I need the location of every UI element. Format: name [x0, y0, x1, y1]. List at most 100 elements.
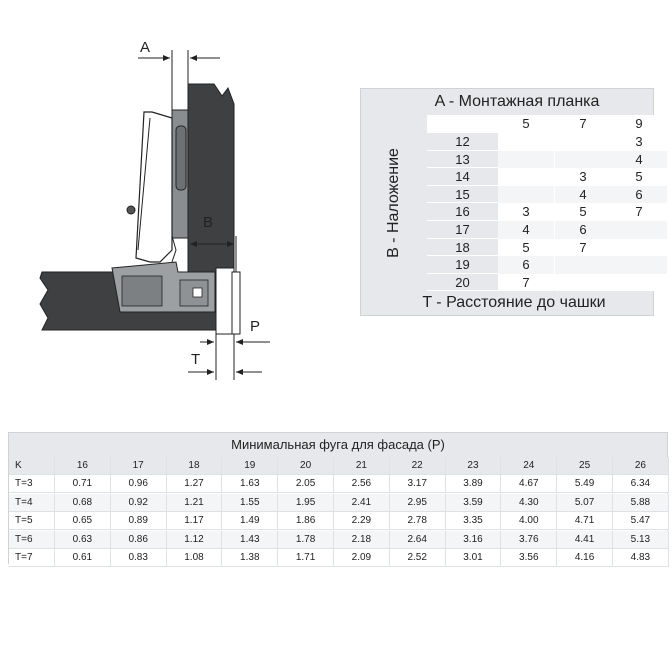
- overlay-cell: 7: [498, 273, 554, 292]
- hinge-technical-drawing: A B P T: [39, 39, 270, 380]
- min-gap-cell: 5.88: [613, 493, 669, 512]
- overlay-cell: [611, 221, 667, 239]
- min-gap-cell: 0.96: [110, 475, 167, 494]
- min-gap-cell: 4.67: [501, 475, 558, 494]
- min-gap-cell: 1.55: [222, 493, 279, 512]
- min-gap-cell: 4.00: [501, 512, 558, 531]
- overlay-cell: [498, 168, 554, 186]
- overlay-row-header: 13: [427, 150, 498, 169]
- min-gap-cell: 5.49: [557, 475, 613, 494]
- overlay-cell: 3: [498, 203, 554, 221]
- overlay-row-header: 16: [427, 203, 498, 221]
- min-gap-cell: 3.35: [445, 512, 502, 531]
- overlay-cell: 5: [555, 203, 611, 221]
- min-gap-cell: 1.43: [222, 530, 279, 549]
- overlay-table: A - Монтажная планка B - Наложение T - Р…: [360, 88, 667, 316]
- min-gap-col-header: 23: [445, 457, 502, 475]
- min-gap-col-header: 24: [501, 457, 558, 475]
- dimension-a: A: [138, 39, 220, 112]
- min-gap-cell: 4.30: [501, 493, 558, 512]
- min-gap-cell: 2.56: [334, 475, 390, 494]
- min-gap-cell: 4.83: [613, 549, 669, 567]
- min-gap-cell: 2.29: [334, 512, 390, 531]
- overlay-row-header: 18: [427, 238, 498, 257]
- dimension-p: P: [200, 318, 270, 380]
- min-gap-col-header: 18: [166, 457, 223, 475]
- min-gap-cell: 3.59: [445, 493, 502, 512]
- min-gap-cell: 2.78: [389, 512, 446, 531]
- min-gap-cell: 3.76: [501, 530, 558, 549]
- overlay-cell: [611, 238, 667, 257]
- overlay-side-label: B - Наложение: [385, 148, 402, 258]
- overlay-row-header: 14: [427, 168, 498, 186]
- overlay-col-header: 7: [555, 115, 611, 133]
- min-gap-cell: 3.17: [389, 475, 446, 494]
- min-gap-cell: 1.17: [166, 512, 223, 531]
- overlay-cell: [611, 273, 667, 292]
- overlay-cell: [555, 133, 611, 151]
- dimension-t-label: T: [191, 351, 200, 368]
- min-gap-cell: 2.64: [389, 530, 446, 549]
- overlay-row-header: 12: [427, 133, 498, 151]
- min-gap-cell: 1.49: [222, 512, 279, 531]
- overlay-cell: 5: [611, 168, 667, 186]
- min-gap-cell: 2.18: [334, 530, 390, 549]
- min-gap-cell: 0.68: [55, 493, 111, 512]
- min-gap-cell: 0.89: [110, 512, 167, 531]
- min-gap-col-header: 16: [55, 457, 111, 475]
- min-gap-cell: 1.21: [166, 493, 223, 512]
- overlay-cell: 4: [555, 185, 611, 204]
- min-gap-cell: 4.16: [557, 549, 613, 567]
- min-gap-col-header: 25: [557, 457, 613, 475]
- min-gap-cell: 3.16: [445, 530, 502, 549]
- min-gap-cell: 0.63: [55, 530, 111, 549]
- dimension-b: B: [190, 214, 237, 272]
- min-gap-col-header: 17: [110, 457, 167, 475]
- overlay-cell: 4: [498, 221, 554, 239]
- min-gap-cell: 2.52: [389, 549, 446, 567]
- min-gap-cell: 0.83: [110, 549, 167, 567]
- dimension-t: T: [188, 351, 262, 375]
- min-gap-cell: 1.71: [278, 549, 334, 567]
- overlay-cell: 4: [611, 150, 667, 169]
- overlay-col-header: 5: [498, 115, 554, 133]
- min-gap-cell: 5.13: [613, 530, 669, 549]
- dimension-p-label: P: [250, 318, 260, 335]
- min-gap-cell: 2.95: [389, 493, 446, 512]
- overlay-cell: 3: [611, 133, 667, 151]
- overlay-side-header: B - Наложение: [361, 115, 427, 291]
- overlay-row-header: 15: [427, 185, 498, 204]
- min-gap-cell: 1.78: [278, 530, 334, 549]
- min-gap-row-header: T=7: [9, 549, 55, 567]
- overlay-cell: 6: [555, 221, 611, 239]
- min-gap-cell: 0.71: [55, 475, 111, 494]
- overlay-cell: 7: [555, 238, 611, 257]
- overlay-cell: 6: [611, 185, 667, 204]
- overlay-cell: 5: [498, 238, 554, 257]
- min-gap-cell: 3.01: [445, 549, 502, 567]
- min-gap-cell: 6.34: [613, 475, 669, 494]
- min-gap-cell: 1.08: [166, 549, 223, 567]
- min-gap-table-title: Минимальная фуга для фасада (P): [9, 433, 667, 457]
- min-gap-cell: 0.92: [110, 493, 167, 512]
- min-gap-cell: 5.07: [557, 493, 613, 512]
- overlay-cell: [611, 256, 667, 274]
- min-gap-col-header: 22: [389, 457, 446, 475]
- dimension-b-label: B: [203, 214, 213, 231]
- overlay-cell: [555, 150, 611, 169]
- overlay-cell: 3: [555, 168, 611, 186]
- min-gap-cell: 1.38: [222, 549, 279, 567]
- overlay-cell: 7: [611, 203, 667, 221]
- min-gap-cell: 5.47: [613, 512, 669, 531]
- min-gap-cell: 2.41: [334, 493, 390, 512]
- min-gap-cell: 4.71: [557, 512, 613, 531]
- gap-strip: [215, 267, 235, 335]
- min-gap-cell: 1.27: [166, 475, 223, 494]
- min-gap-col-header: 26: [613, 457, 669, 475]
- overlay-col-header: 9: [611, 115, 667, 133]
- min-gap-col-header: 19: [222, 457, 279, 475]
- min-gap-cell: 0.86: [110, 530, 167, 549]
- overlay-cell: [498, 133, 554, 151]
- overlay-table-footer: T - Расстояние до чашки: [361, 290, 653, 315]
